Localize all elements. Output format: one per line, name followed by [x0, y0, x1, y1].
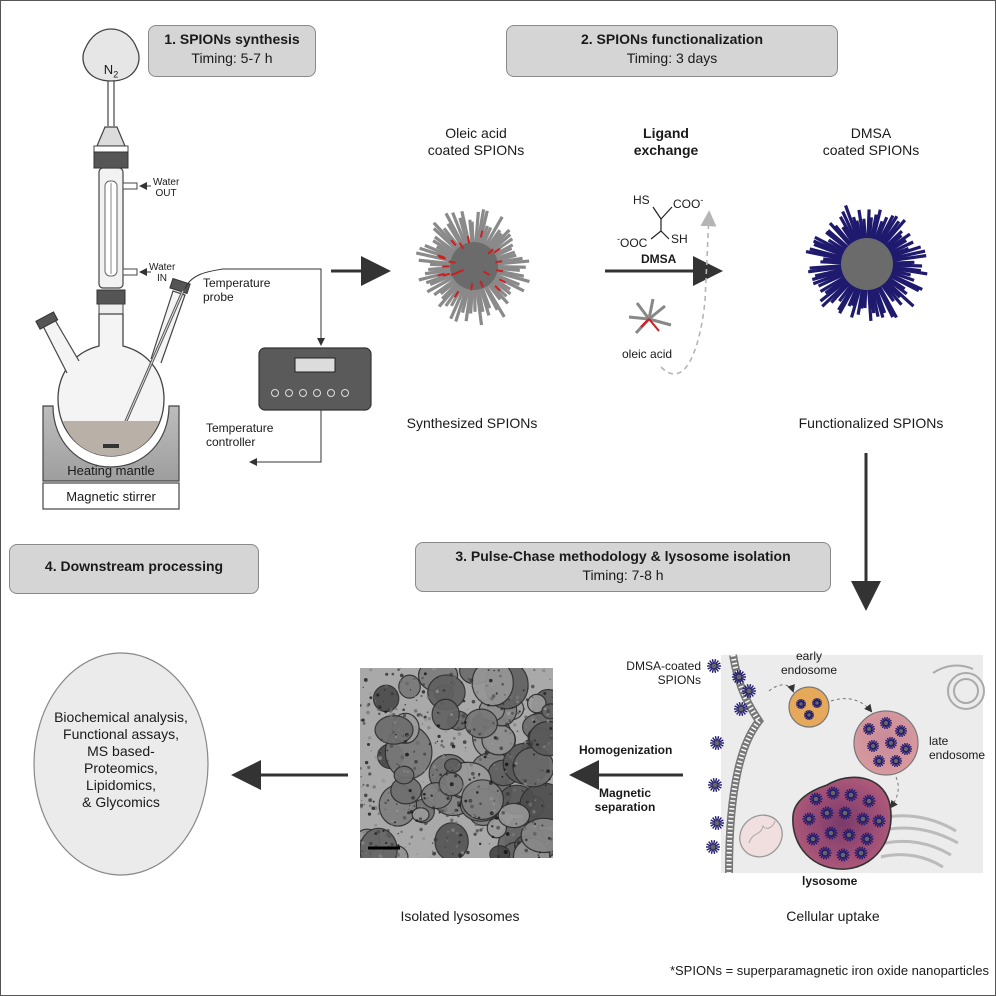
step1-box: 1. SPIONs synthesis Timing: 5-7 h: [148, 25, 316, 77]
step3-timing: Timing: 7-8 h: [582, 567, 664, 583]
step2-title: 2. SPIONs functionalization: [580, 31, 764, 47]
probe-wiring: [184, 268, 325, 466]
functionalized-spions-label: Functionalized SPIONs: [798, 415, 944, 431]
cellular-uptake-label: Cellular uptake: [786, 908, 880, 924]
step1-timing: Timing: 5-7 h: [191, 50, 273, 66]
em-micrograph-isolated-lysosomes: [360, 668, 553, 858]
magnetic-stirrer-label: Magnetic stirrer: [66, 489, 156, 504]
step3-title: 3. Pulse-Chase methodology & lysosome is…: [455, 548, 791, 564]
chem-hs: HS: [633, 193, 650, 207]
downstream-text: Biochemical analysis, Functional assays,…: [54, 709, 188, 810]
oleic-acid-label: oleic acid: [622, 347, 673, 361]
lysosome-label: lysosome: [802, 874, 858, 888]
cell-panel: [706, 654, 985, 874]
reflux-apparatus: [35, 28, 191, 510]
n2-label: N2: [103, 62, 119, 80]
oleic-acid-spion: [415, 209, 530, 326]
dmsa-structure: [650, 206, 673, 240]
oleic-acid-leaving: [628, 210, 717, 375]
step4-box: 4. Downstream processing: [9, 544, 259, 594]
step2-timing: Timing: 3 days: [626, 50, 718, 66]
dmsa-spion: [805, 204, 928, 321]
chem-ooc: -OOC: [617, 234, 648, 250]
downstream-ellipse: [33, 652, 209, 876]
footnote: *SPIONs = superparamagnetic iron oxide n…: [669, 963, 989, 978]
step4-title: 4. Downstream processing: [44, 558, 224, 574]
isolated-lysosomes-label: Isolated lysosomes: [400, 908, 520, 924]
step1-title: 1. SPIONs synthesis: [164, 31, 300, 47]
flow-arrows: [231, 256, 881, 790]
chem-sh: SH: [671, 232, 688, 246]
chem-coo: COO-: [673, 195, 704, 211]
step2-box: 2. SPIONs functionalization Timing: 3 da…: [506, 25, 838, 77]
homogenization-label: Homogenization: [579, 743, 673, 757]
dmsa-label: DMSA: [641, 252, 677, 266]
heating-mantle-label: Heating mantle: [67, 463, 155, 478]
step3-box: 3. Pulse-Chase methodology & lysosome is…: [415, 542, 831, 592]
synthesized-spions-label: Synthesized SPIONs: [406, 415, 538, 431]
temperature-controller-device: [258, 347, 372, 411]
